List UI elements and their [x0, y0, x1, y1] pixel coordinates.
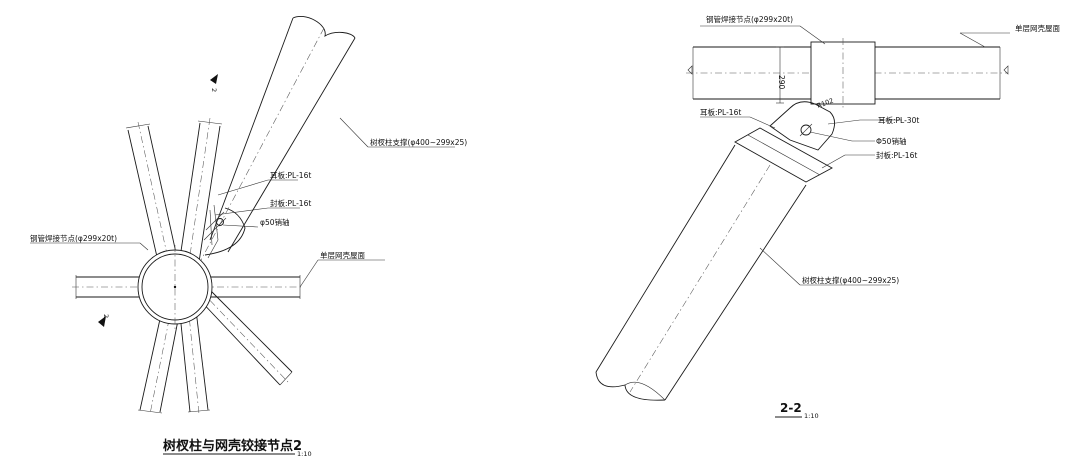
- node-cylinder: [810, 38, 876, 110]
- upper-left-branch-member: [125, 121, 179, 271]
- seal-plate-band: [734, 127, 833, 183]
- label-roof-2: 单层网壳屋面: [1015, 23, 1060, 33]
- label-branch-column-2: 树杈柱支撑(φ400~299x25): [802, 275, 899, 285]
- svg-text:290: 290: [777, 75, 786, 90]
- label-seal-plate-2: 封板:PL-16t: [876, 150, 917, 160]
- inclined-branch-column: [199, 16, 356, 263]
- lower-middle-branch-member: [179, 304, 211, 415]
- svg-text:2: 2: [210, 88, 218, 92]
- section-mark-top: 2: [210, 74, 218, 92]
- steel-tube-node: [137, 245, 213, 330]
- label-pin: φ50销轴: [260, 217, 290, 227]
- label-steel-node-2: 钢管焊接节点(φ299x20t): [706, 14, 793, 24]
- label-ear-plate-2: 耳板:PL-16t: [700, 107, 741, 117]
- left-leader-lines: [30, 117, 455, 288]
- label-roof: 单层网壳屋面: [320, 250, 365, 260]
- label-pin-2: Φ50销轴: [876, 136, 906, 146]
- upper-middle-branch-member: [179, 117, 223, 263]
- dimension-290: 290: [776, 46, 786, 104]
- section-title: 2-2: [780, 401, 802, 415]
- branch-column-tube: [595, 144, 807, 401]
- label-ear-plate: 耳板:PL-16t: [270, 170, 311, 180]
- right-leader-lines: [700, 25, 1010, 286]
- left-view-title: 树杈柱与网壳铰接节点2: [163, 438, 302, 454]
- right-section-view: 290 R102: [595, 14, 1060, 420]
- label-steel-node: 钢管焊接节点(φ299x20t): [30, 233, 117, 243]
- lower-right-branch-member: [197, 289, 293, 386]
- label-seal-plate: 封板:PL-16t: [270, 198, 311, 208]
- left-view-scale: 1:10: [297, 450, 312, 458]
- left-plan-view: 2 2 树杈柱支撑(φ400~299x25) 耳板:PL-16t 封板:PL-1…: [30, 16, 467, 458]
- label-branch-column: 树杈柱支撑(φ400~299x25): [370, 137, 467, 147]
- section-scale: 1:10: [804, 412, 819, 420]
- svg-text:2: 2: [102, 314, 110, 318]
- section-mark-bottom: 2: [98, 314, 110, 327]
- label-ear-plate-30: 耳板:PL-30t: [878, 115, 919, 125]
